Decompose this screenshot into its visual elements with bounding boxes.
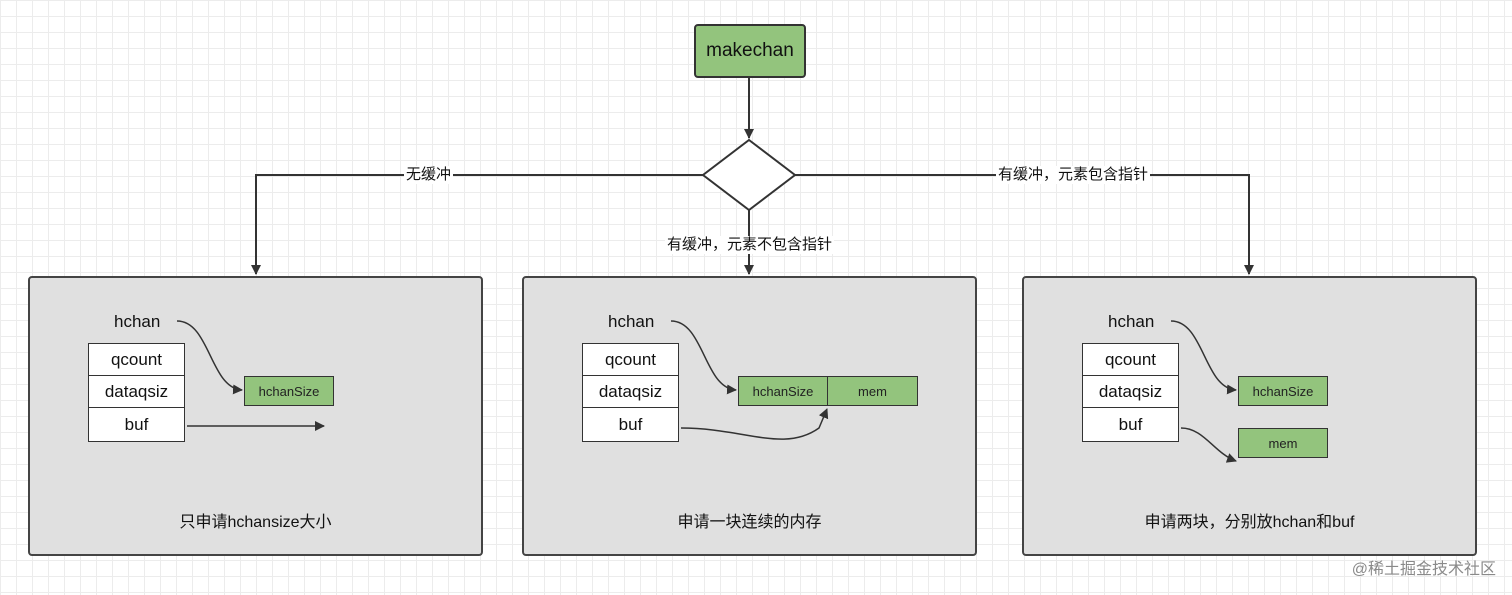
branch-label-no-pointer: 有缓冲，元素不包含指针 (665, 236, 835, 254)
right-branch-arrow (795, 174, 1254, 275)
field-dataqsiz: dataqsiz (89, 376, 184, 408)
mem-block: mem (1238, 428, 1328, 458)
branch-label-unbuffered: 无缓冲 (404, 166, 454, 184)
field-qcount: qcount (1083, 344, 1178, 376)
left-branch-arrow (251, 174, 703, 275)
panel-buffered-with-pointer: hchan qcount dataqsiz buf hchanSize mem … (1022, 276, 1477, 556)
hchan-pointer-arrow (1170, 320, 1237, 395)
panel-caption: 只申请hchansize大小 (179, 514, 332, 531)
buf-arrow (680, 408, 829, 440)
hchan-pointer-arrow (176, 320, 243, 395)
makechan-node: makechan (694, 24, 806, 78)
field-qcount: qcount (89, 344, 184, 376)
decision-diamond (701, 138, 797, 212)
field-buf: buf (124, 414, 149, 434)
panel-unbuffered: hchan qcount dataqsiz buf hchanSize 只申请h… (28, 276, 483, 556)
hchansize-block: hchanSize (244, 376, 334, 406)
hchansize-block: hchanSize (738, 376, 828, 406)
field-buf: buf (1118, 414, 1143, 434)
branch-label-with-pointer: 有缓冲，元素包含指针 (996, 166, 1151, 184)
field-qcount: qcount (583, 344, 678, 376)
field-buf: buf (618, 414, 643, 434)
mem-block: mem (827, 376, 918, 406)
hchan-struct: qcount dataqsiz buf (88, 343, 185, 442)
hchansize-block: hchanSize (1238, 376, 1328, 406)
hchan-label: hchan (1108, 312, 1155, 331)
hchan-struct: qcount dataqsiz buf (1082, 343, 1179, 442)
buf-arrow (1180, 427, 1237, 463)
watermark: @稀土掘金技术社区 (1351, 561, 1496, 578)
field-dataqsiz: dataqsiz (1083, 376, 1178, 408)
hchan-label: hchan (114, 312, 161, 331)
hchan-pointer-arrow (670, 320, 737, 395)
panel-caption: 申请一块连续的内存 (677, 514, 822, 531)
hchan-label: hchan (608, 312, 655, 331)
panel-caption: 申请两块，分别放hchan和buf (1144, 514, 1355, 531)
hchan-struct: qcount dataqsiz buf (582, 343, 679, 442)
makechan-label: makechan (706, 40, 794, 61)
panel-buffered-no-pointer: hchan qcount dataqsiz buf hchanSize mem … (522, 276, 977, 556)
field-dataqsiz: dataqsiz (583, 376, 678, 408)
